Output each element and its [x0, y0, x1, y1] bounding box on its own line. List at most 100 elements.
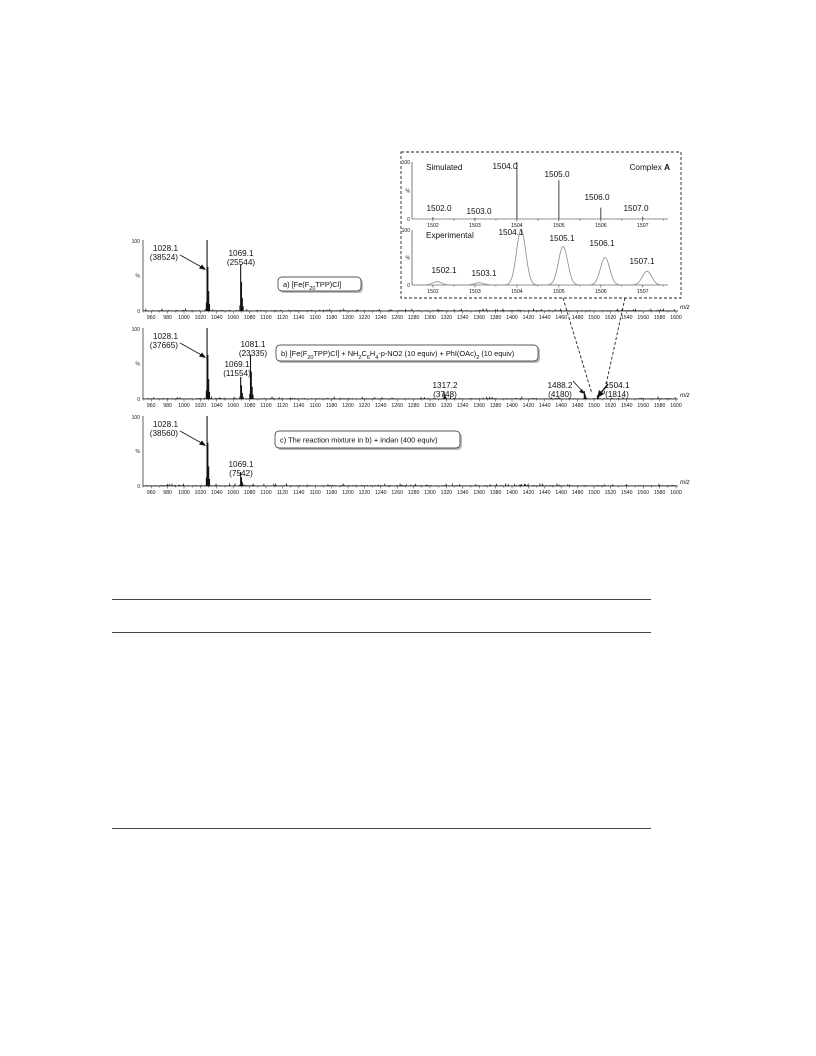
x-tick-label: 1140: [293, 403, 304, 409]
y-tick-label: %: [406, 189, 411, 195]
peak-label: 1069.1: [224, 360, 249, 369]
inset-series-label: Experimental: [426, 231, 474, 240]
x-tick-label: 960: [147, 315, 156, 321]
x-tick-label: 1100: [260, 315, 271, 321]
x-tick-label: 1520: [605, 490, 617, 496]
peak-arrow-head: [199, 440, 207, 446]
x-tick-label: 1000: [178, 490, 190, 496]
table-header-rule: [112, 632, 651, 633]
x-tick-label: 1080: [244, 403, 256, 409]
x-tick-label: 1100: [260, 490, 271, 496]
peak-intensity-label: (38524): [150, 253, 178, 262]
x-tick-label: 1504: [511, 223, 523, 229]
x-tick-label: 960: [147, 490, 156, 496]
baseline-trace: [142, 396, 676, 400]
x-tick-label: 1300: [424, 315, 436, 321]
peak-arrow-head: [597, 390, 604, 398]
x-tick-label: 980: [163, 315, 172, 321]
x-tick-label: 1000: [178, 315, 190, 321]
x-unit-label: m/z: [680, 393, 690, 399]
x-tick-label: 1507: [637, 289, 649, 295]
x-tick-label: 1120: [277, 490, 288, 496]
peak-1081-1: 1081.1(23335): [239, 340, 267, 399]
x-tick-label: 1400: [506, 403, 518, 409]
legend-box: [274, 430, 461, 449]
y-tick-label: %: [136, 449, 141, 455]
table-top-rule: [112, 599, 651, 600]
y-tick-label: 100: [132, 239, 141, 245]
x-tick-label: 1260: [391, 403, 403, 409]
peak-arrow-head: [579, 389, 585, 394]
sim-peak-label: 1504.0: [492, 162, 517, 171]
y-tick-label: 100: [402, 228, 411, 234]
x-tick-label: 1320: [441, 490, 453, 496]
x-tick-label: 1200: [342, 403, 354, 409]
peak-intensity-label: (25544): [227, 258, 255, 267]
peak-intensity-label: (11554): [223, 369, 251, 378]
peak-label: 1069.1: [228, 249, 253, 258]
y-tick-label: %: [136, 274, 141, 280]
x-tick-label: 1020: [195, 490, 207, 496]
x-tick-label: 1580: [654, 403, 666, 409]
x-tick-label: 1140: [293, 315, 304, 321]
x-tick-label: 1500: [588, 315, 600, 321]
x-tick-label: 1506: [595, 289, 607, 295]
x-tick-label: 980: [163, 490, 172, 496]
x-tick-label: 1060: [227, 403, 239, 409]
y-tick-label: 0: [137, 397, 140, 403]
peak-label: 1317.2: [432, 381, 457, 390]
x-tick-label: 1520: [605, 315, 617, 321]
x-tick-label: 1020: [195, 403, 207, 409]
x-tick-label: 1040: [211, 315, 223, 321]
x-tick-label: 1503: [469, 223, 481, 229]
inset-frame: [400, 151, 682, 299]
x-tick-label: 1180: [326, 315, 337, 321]
x-tick-label: 1600: [670, 315, 682, 321]
x-tick-label: 1520: [605, 403, 617, 409]
x-tick-label: 1220: [359, 490, 371, 496]
peak-1488-2: 1488.2(4180): [547, 381, 588, 399]
peak-1069-1: 1069.1(7542): [228, 460, 254, 486]
peak-label: 1028.1: [153, 332, 178, 341]
y-tick-label: 0: [407, 217, 410, 223]
baseline-trace: [142, 308, 676, 312]
x-tick-label: 1420: [523, 490, 535, 496]
exp-peak-label: 1506.1: [589, 239, 614, 248]
peak-1028-1: 1028.1(37665): [150, 328, 211, 399]
y-tick-label: %: [136, 362, 141, 368]
peak-1069-1: 1069.1(11554): [223, 360, 251, 399]
exp-peak-label: 1502.1: [431, 266, 456, 275]
peak-1317-2: 1317.2(3748): [432, 381, 458, 399]
x-tick-label: 1060: [227, 490, 239, 496]
y-tick-label: 100: [132, 327, 141, 333]
x-unit-label: m/z: [680, 480, 690, 486]
x-tick-label: 1420: [523, 315, 535, 321]
x-tick-label: 1100: [260, 403, 271, 409]
x-tick-label: 1380: [490, 490, 502, 496]
x-tick-label: 1200: [342, 315, 354, 321]
peak-1028-1: 1028.1(38524): [150, 240, 211, 311]
x-tick-label: 1160: [310, 315, 321, 321]
exp-peak-label: 1505.1: [549, 234, 574, 243]
peak-label: 1069.1: [228, 460, 253, 469]
x-tick-label: 1240: [375, 490, 387, 496]
legend-text: c) The reaction mixture in b) + indan (4…: [280, 436, 437, 445]
exp-peak-label: 1507.1: [629, 257, 654, 266]
x-tick-label: 1560: [637, 403, 649, 409]
peak-intensity-label: (4180): [548, 390, 572, 399]
x-tick-label: 1505: [553, 223, 565, 229]
peak-intensity-label: (1814): [605, 390, 629, 399]
peak-intensity-label: (23335): [239, 349, 267, 358]
x-tick-label: 1360: [473, 315, 485, 321]
peak-1069-1: 1069.1(25544): [227, 249, 255, 311]
x-tick-label: 1300: [424, 490, 436, 496]
x-tick-label: 960: [147, 403, 156, 409]
x-tick-label: 1240: [375, 403, 387, 409]
x-tick-label: 1540: [621, 315, 633, 321]
x-tick-label: 1040: [211, 490, 223, 496]
peak-label: 1028.1: [153, 420, 178, 429]
x-tick-label: 1504: [511, 289, 523, 295]
x-tick-label: 1507: [637, 223, 649, 229]
x-tick-label: 1580: [654, 490, 666, 496]
